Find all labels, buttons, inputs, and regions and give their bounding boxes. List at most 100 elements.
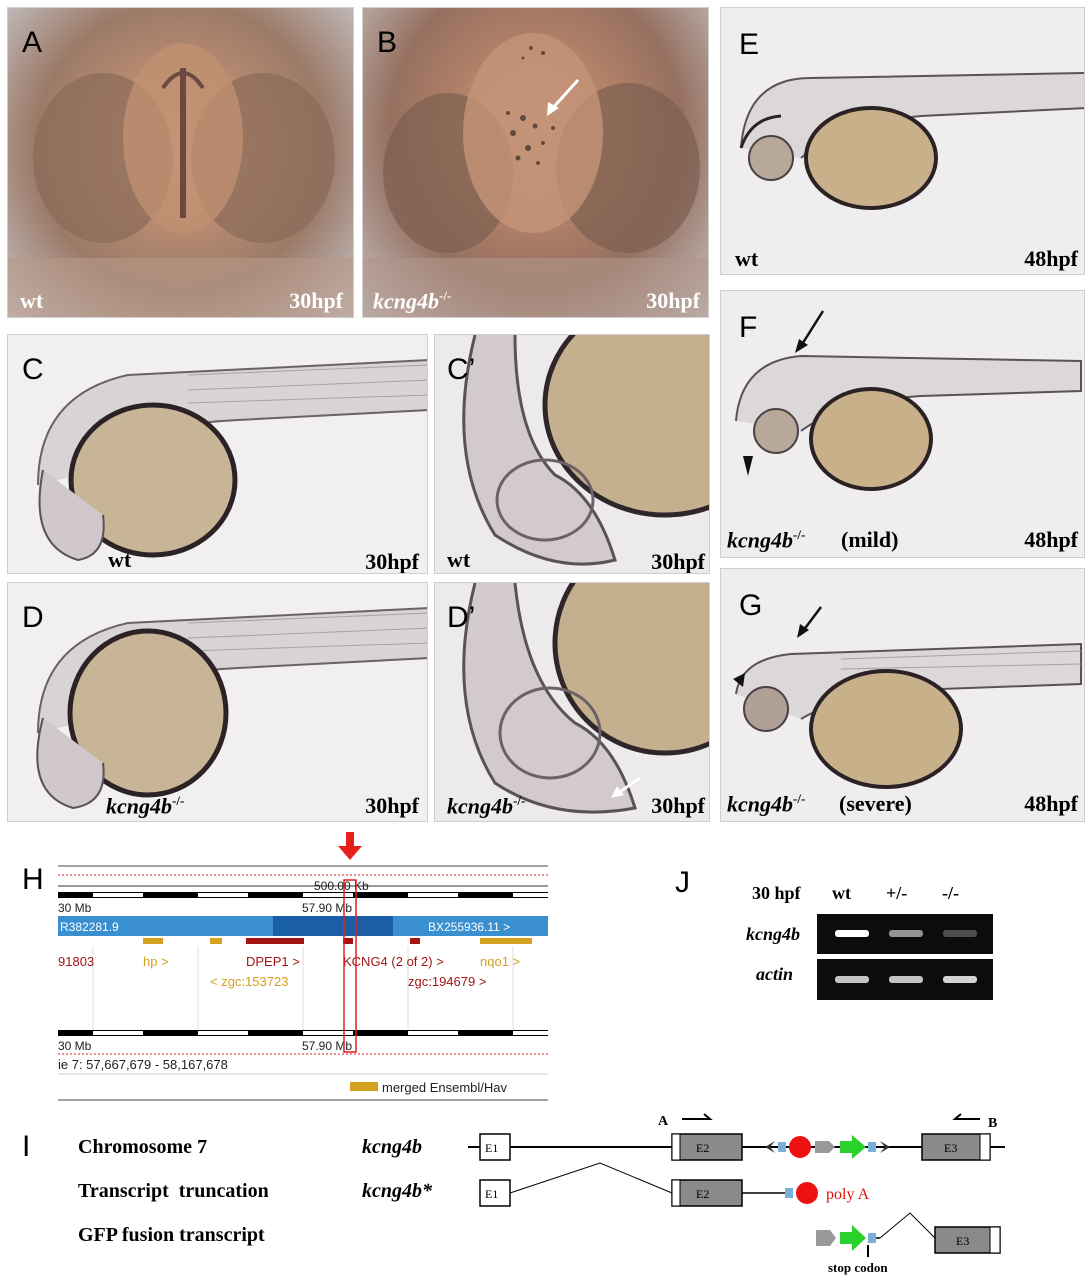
diagram-row-2-name: Transcript truncation bbox=[78, 1180, 269, 1202]
panel-d-image bbox=[36, 607, 427, 810]
gel-band-kcng4b-wt bbox=[835, 930, 869, 937]
gel-lane-wt: wt bbox=[832, 883, 851, 903]
panel-g-genotype-sup: -/- bbox=[793, 791, 806, 806]
browser-coords: ie 7: 57,667,679 - 58,167,678 bbox=[58, 1057, 228, 1072]
panel-i-letter: I bbox=[22, 1130, 31, 1163]
gel-band-kcng4b--/- bbox=[943, 930, 977, 937]
gene-91803: 91803 bbox=[58, 954, 94, 969]
panel-e-image bbox=[739, 72, 1084, 210]
legend-swatch bbox=[350, 1082, 378, 1091]
exon-e2-label-row1: E2 bbox=[696, 1141, 709, 1155]
panel-d-prime: D’ kcng4b-/- 30hpf bbox=[434, 582, 710, 822]
panel-f-genotype: kcng4b-/- bbox=[727, 527, 805, 553]
diagram-row-2-gene: kcng4b* bbox=[362, 1180, 432, 1202]
diagram-row-1-gene: kcng4b bbox=[362, 1136, 422, 1158]
panel-d-prime-image bbox=[462, 583, 709, 814]
panel-g: G kcng4b-/- (severe) 48hpf bbox=[720, 568, 1085, 822]
panel-j-letter: J bbox=[675, 866, 690, 899]
panel-e: E wt 48hpf bbox=[720, 7, 1085, 275]
panel-g-genotype: kcng4b-/- bbox=[727, 791, 805, 817]
panel-b-letter: B bbox=[377, 26, 398, 59]
highlight-box bbox=[343, 879, 357, 1053]
gene-zgc153723: < zgc:153723 bbox=[210, 974, 288, 989]
panel-c-prime: C’ wt 30hpf bbox=[434, 334, 710, 574]
gel-lane-hom: -/- bbox=[942, 883, 959, 903]
gel-row-kcng4b: kcng4b bbox=[746, 924, 800, 944]
red-arrow-icon bbox=[338, 832, 362, 860]
panel-e-genotype: wt bbox=[735, 246, 759, 271]
exon-e3-row3 bbox=[934, 1226, 1001, 1254]
exon-e2-label-row2: E2 bbox=[696, 1187, 709, 1201]
gel-band-actin-wt bbox=[835, 976, 869, 983]
panel-d-prime-genotype-sup: -/- bbox=[513, 793, 526, 808]
primer-a-label: A bbox=[658, 1114, 669, 1129]
panel-c-prime-letter: C’ bbox=[447, 353, 476, 386]
panel-g-image bbox=[733, 606, 1082, 789]
panel-e-letter: E bbox=[739, 28, 760, 61]
exon-e3-label-row1: E3 bbox=[944, 1141, 957, 1155]
stop-codon-label: stop codon bbox=[828, 1260, 888, 1275]
browser-pos-mid-bottom: 57.90 Mb bbox=[302, 1039, 352, 1053]
panel-d-stage: 30hpf bbox=[365, 793, 419, 818]
panel-c-prime-stage: 30hpf bbox=[651, 549, 705, 574]
panel-f-letter: F bbox=[739, 311, 758, 344]
panel-d-prime-genotype: kcng4b-/- bbox=[447, 793, 525, 819]
contig-bar-dark bbox=[273, 916, 393, 936]
exon-e1-label-row2: E1 bbox=[485, 1187, 498, 1201]
gel-lane-het: +/- bbox=[886, 883, 908, 903]
panel-h-letter: H bbox=[22, 863, 44, 896]
panel-c-prime-genotype: wt bbox=[447, 547, 471, 572]
contig-right: BX255936.11 > bbox=[428, 920, 510, 934]
exon-e1-row1 bbox=[479, 1133, 511, 1161]
panel-a-stage: 30hpf bbox=[289, 288, 343, 313]
gene-zgc194679: zgc:194679 > bbox=[408, 974, 486, 989]
panel-f-note: (mild) bbox=[841, 527, 899, 552]
exon-e1-row2 bbox=[479, 1179, 511, 1207]
exon-e2-row2 bbox=[671, 1179, 743, 1207]
panel-d-prime-stage: 30hpf bbox=[651, 793, 705, 818]
exon-e3-label-row3: E3 bbox=[956, 1234, 969, 1248]
genome-browser: 500.00 Kb 30 Mb 57.90 Mb R382281.9 BX255… bbox=[58, 865, 548, 1101]
panel-d: D kcng4b-/- 30hpf bbox=[7, 582, 428, 822]
panel-f-genotype-sup: -/- bbox=[793, 527, 806, 542]
construct-diagram: E1 E2 E3 A B E1 E2 poly A E3 stop codon bbox=[468, 1113, 1005, 1275]
gene-dpep1: DPEP1 > bbox=[246, 954, 300, 969]
browser-legend: merged Ensembl/Hav bbox=[382, 1080, 507, 1095]
panel-c-stage: 30hpf bbox=[365, 549, 419, 574]
panel-b-gene: kcng4b bbox=[373, 288, 439, 314]
panel-b-stage: 30hpf bbox=[646, 288, 700, 313]
panel-d-letter: D bbox=[22, 601, 44, 634]
panel-g-stage: 48hpf bbox=[1024, 791, 1078, 816]
panel-b-genotype: kcng4b-/- bbox=[373, 288, 451, 314]
panel-c: C wt 30hpf bbox=[7, 334, 428, 574]
panel-a-letter: A bbox=[22, 26, 43, 59]
contig-left: R382281.9 bbox=[60, 920, 119, 934]
panel-g-note: (severe) bbox=[839, 791, 912, 816]
panel-g-letter: G bbox=[739, 589, 763, 622]
browser-pos-mid: 57.90 Mb bbox=[302, 901, 352, 915]
panel-c-letter: C bbox=[22, 353, 44, 386]
primer-b-label: B bbox=[988, 1116, 997, 1131]
panel-a: A wt 30hpf bbox=[7, 7, 354, 318]
panel-d-genotype: kcng4b-/- bbox=[106, 793, 184, 819]
exon-e1-label-row1: E1 bbox=[485, 1141, 498, 1155]
gene-hp: hp > bbox=[143, 954, 169, 969]
exon-e3-row1 bbox=[921, 1133, 991, 1161]
panel-c-genotype: wt bbox=[108, 547, 132, 572]
gel-image bbox=[817, 914, 993, 1000]
gel-row-actin: actin bbox=[756, 964, 794, 984]
panel-c-prime-image bbox=[462, 335, 709, 566]
polya-label: poly A bbox=[826, 1186, 870, 1203]
diagram-row-3-name: GFP fusion transcript bbox=[78, 1224, 265, 1246]
panel-a-image bbox=[8, 43, 353, 317]
panel-b: B kcng4b-/- 30hpf bbox=[362, 7, 709, 318]
browser-pos-left: 30 Mb bbox=[58, 901, 92, 915]
panel-a-genotype: wt bbox=[20, 288, 44, 313]
panel-e-stage: 48hpf bbox=[1024, 246, 1078, 271]
gel-band-kcng4b-+/- bbox=[889, 930, 923, 937]
panel-d-gene: kcng4b bbox=[106, 793, 172, 819]
browser-pos-left-bottom: 30 Mb bbox=[58, 1039, 92, 1053]
browser-scale: 500.00 Kb bbox=[314, 879, 369, 893]
panel-d-prime-gene: kcng4b bbox=[447, 793, 513, 819]
gel-stage: 30 hpf bbox=[752, 883, 801, 903]
